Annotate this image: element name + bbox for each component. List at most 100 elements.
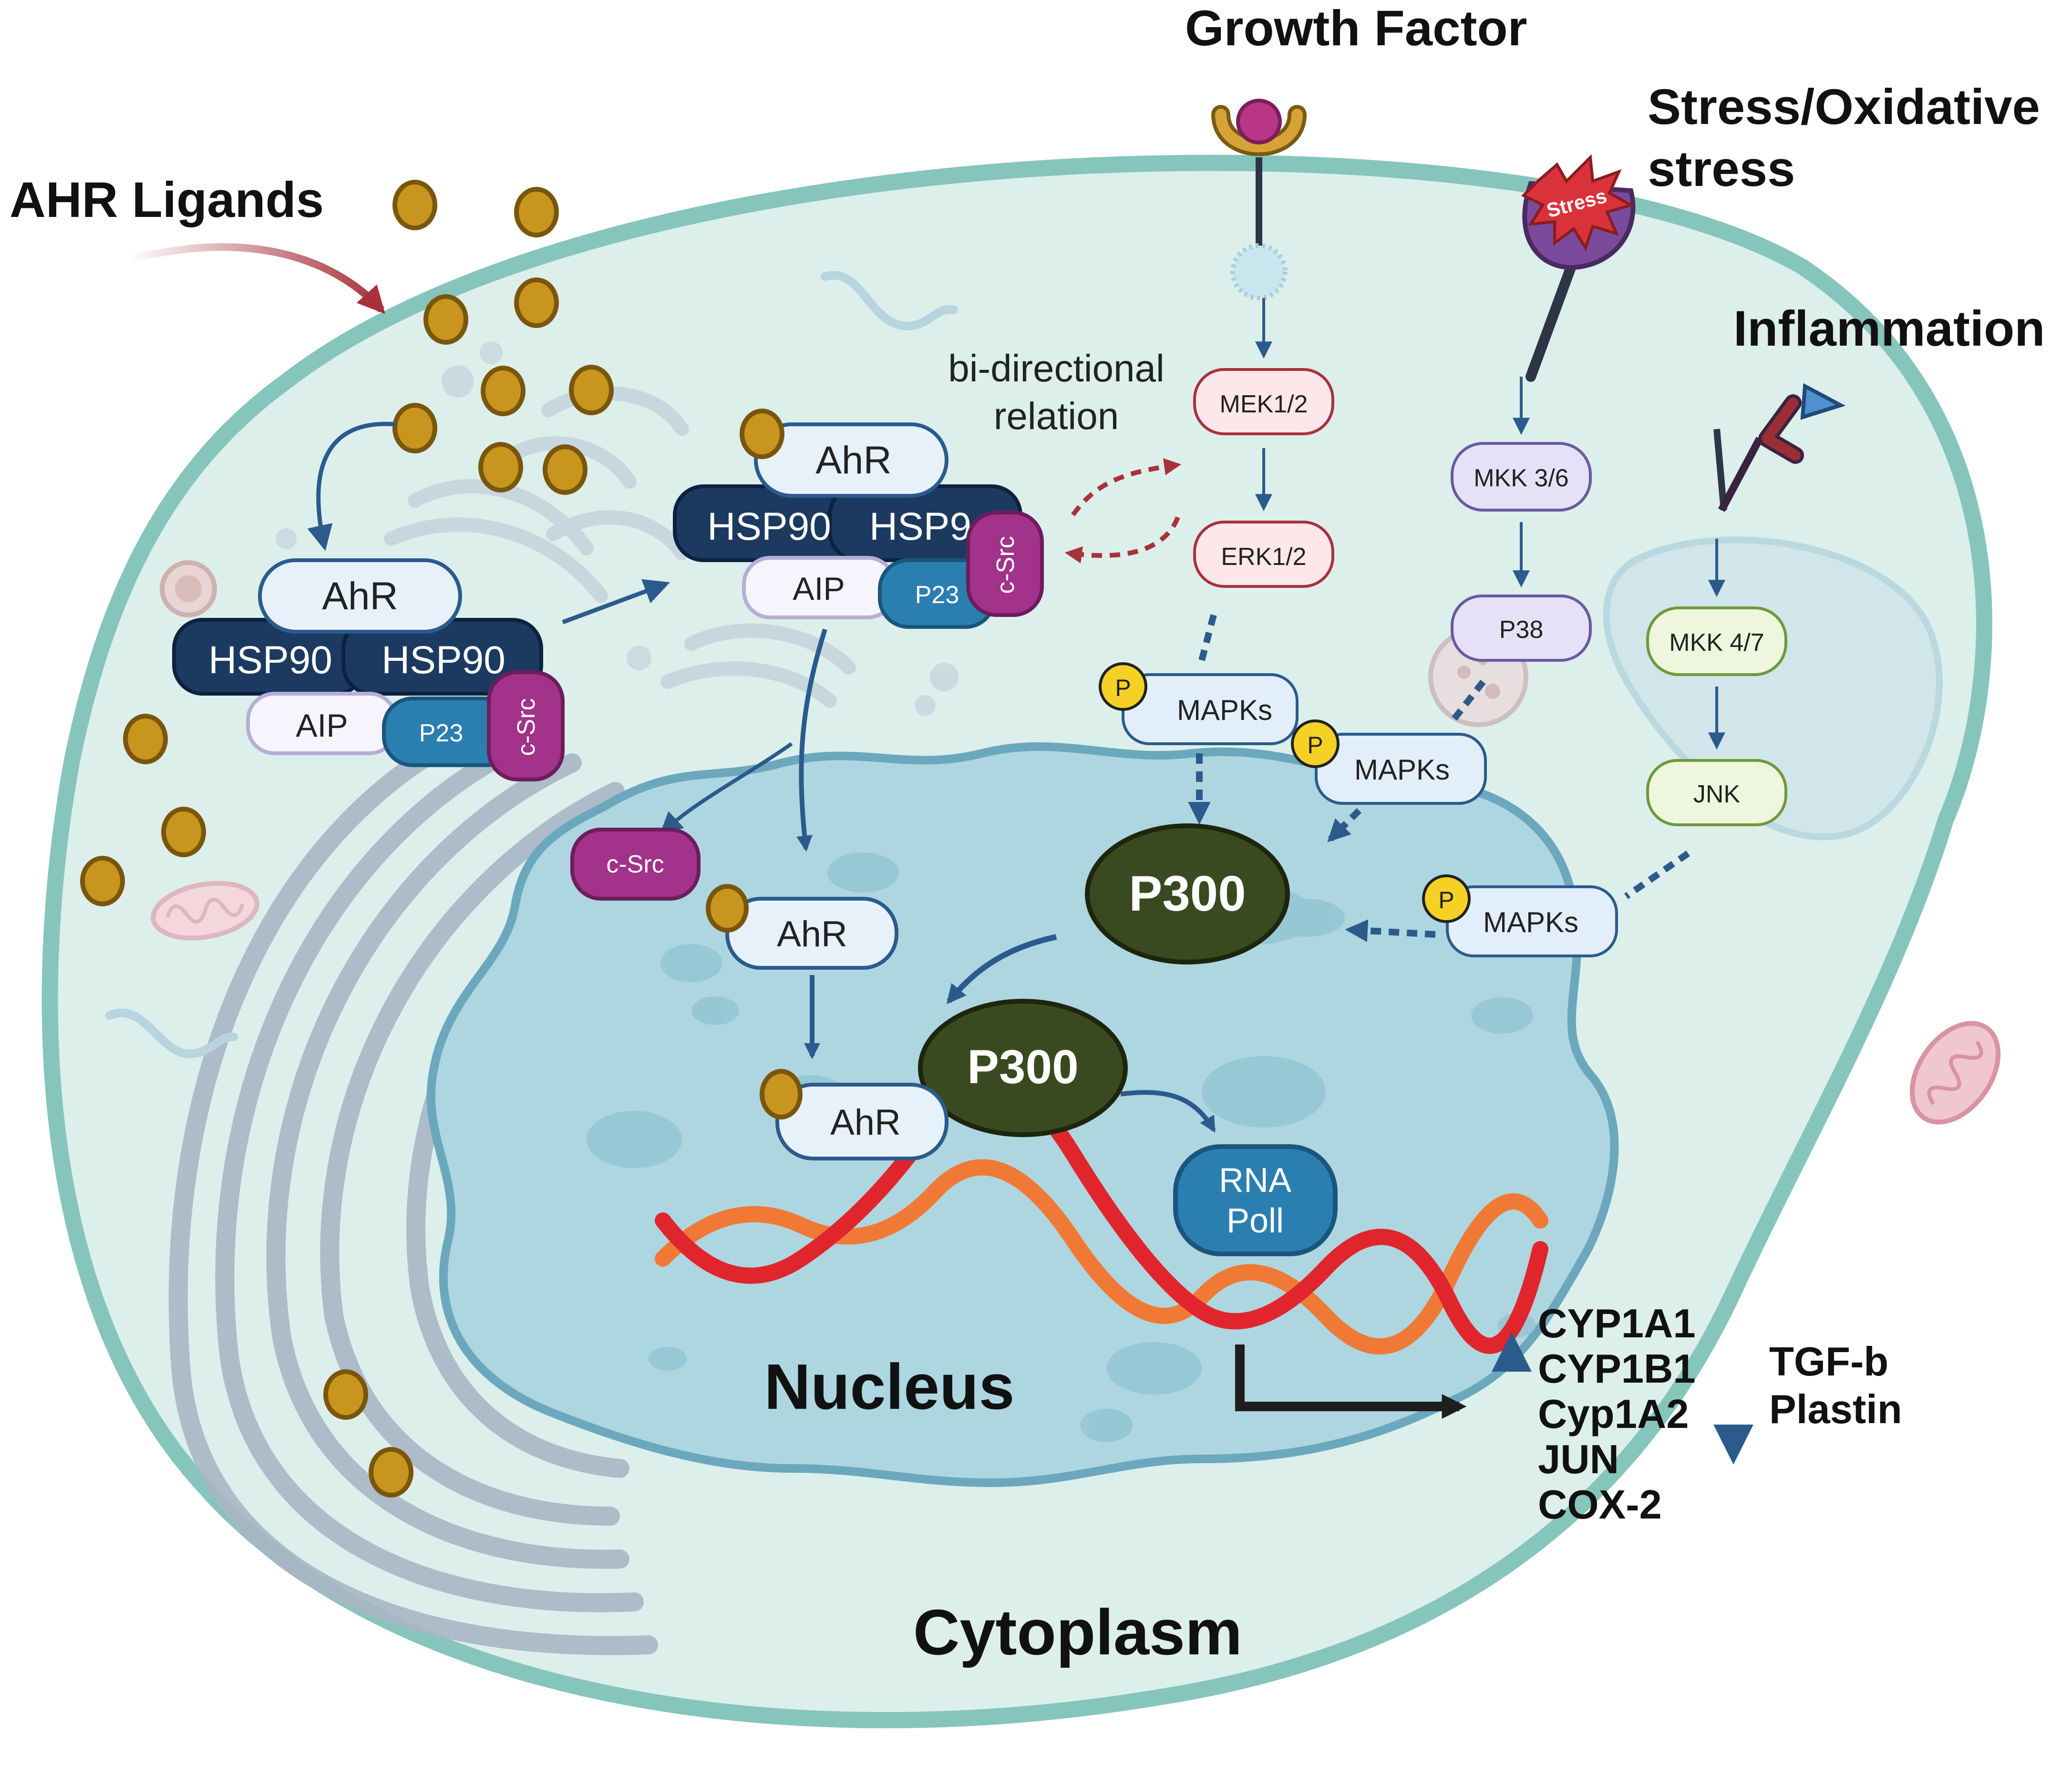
hsp90-label: HSP90 bbox=[707, 505, 831, 548]
gene-up: CYP1A1 bbox=[1538, 1301, 1696, 1346]
ahr-complex-ligand-bound: HSP90 HSP9 AhR AIP P23 c-Src bbox=[673, 409, 1044, 629]
phospho-label: P bbox=[1438, 887, 1454, 913]
gene-down: TGF-b bbox=[1769, 1339, 1888, 1385]
ligand bbox=[543, 444, 588, 495]
phospho-badge bbox=[1099, 662, 1147, 711]
mkk47-label: MKK 4/7 bbox=[1669, 629, 1764, 657]
free-c-src-label: c-Src bbox=[606, 851, 664, 878]
p300-recruitment-arrow bbox=[946, 934, 1057, 1005]
rna-pol-label-line2: Poll bbox=[1227, 1202, 1284, 1240]
free-c-src bbox=[570, 828, 701, 901]
mek-node bbox=[1193, 368, 1334, 435]
ligand bbox=[760, 1069, 803, 1119]
hsp90-label: HSP90 bbox=[208, 638, 332, 682]
bidirectional-arrow-to-csrc bbox=[1064, 516, 1180, 564]
cytoskeleton-filament-top bbox=[821, 271, 958, 331]
mkk36-node bbox=[1451, 442, 1592, 512]
mapk-p38-to-p300-arrow bbox=[1327, 808, 1361, 842]
p300-label-bottom: P300 bbox=[967, 1040, 1079, 1094]
upregulated-genes: CYP1A1 CYP1B1 Cyp1A2 JUN COX-2 bbox=[1538, 1301, 1696, 1528]
c-src-box bbox=[966, 511, 1044, 617]
hsp90-label: HSP9 bbox=[869, 505, 971, 548]
ligand bbox=[514, 277, 559, 328]
csrc-release-arrow bbox=[659, 742, 793, 835]
p23-label: P23 bbox=[915, 581, 959, 609]
bidirectional-label-line1: bi-directional bbox=[948, 347, 1165, 390]
p300-to-rna-pol-arrow bbox=[1120, 1090, 1216, 1133]
inflammation-receptor bbox=[1713, 383, 1846, 512]
erk-node bbox=[1193, 521, 1334, 588]
ligand bbox=[569, 365, 614, 415]
endosome-vesicle bbox=[1230, 243, 1288, 300]
p300-coactivator-top bbox=[1085, 823, 1290, 964]
ligand bbox=[80, 856, 125, 906]
ligand bbox=[161, 807, 206, 857]
cytoskeleton-filament-left bbox=[105, 1008, 238, 1058]
ligand bbox=[706, 884, 749, 933]
ligand bbox=[478, 442, 523, 492]
ahr-box bbox=[258, 558, 462, 634]
mkk47-node bbox=[1646, 606, 1787, 676]
mitochondrion-left bbox=[151, 881, 259, 941]
bidirectional-arrow-to-mek bbox=[1071, 458, 1182, 516]
phospho-label: P bbox=[1307, 732, 1323, 759]
p300-coactivator-bottom bbox=[918, 999, 1128, 1137]
dna-strand-red bbox=[655, 1074, 1548, 1354]
ligand-entry-arrow bbox=[127, 243, 385, 314]
stress-label-line1: Stress/Oxidative bbox=[1648, 79, 2040, 135]
ahr-box-nuclear bbox=[725, 897, 898, 970]
growth-factor-receptor bbox=[1211, 99, 1307, 274]
hsp90-label: HSP90 bbox=[381, 638, 505, 682]
jnk-label: JNK bbox=[1693, 780, 1741, 808]
mapk-node-p38 bbox=[1315, 733, 1487, 805]
vesicles bbox=[276, 341, 959, 716]
ligand bbox=[369, 1447, 413, 1498]
endoplasmic-reticulum bbox=[168, 720, 668, 1655]
c-src-box bbox=[487, 670, 565, 781]
golgi-apparatus bbox=[384, 386, 856, 708]
complex-translocation-arrow bbox=[562, 579, 670, 625]
mapk-label: MAPKs bbox=[1354, 754, 1450, 786]
mapk-label: MAPKs bbox=[1177, 694, 1272, 726]
ahr-label-nuclear: AhR bbox=[777, 914, 847, 954]
ahr-label-dna-bound: AhR bbox=[830, 1102, 901, 1143]
ligand bbox=[423, 294, 468, 345]
ahr-ligands-label: AHR Ligands bbox=[10, 172, 324, 228]
ahr-nuclear-import-arrow bbox=[796, 628, 827, 852]
rna-polymerase bbox=[1173, 1144, 1338, 1256]
ligand bbox=[514, 187, 559, 237]
erk-to-mapk-arrow bbox=[1198, 614, 1217, 661]
transcription-arrow bbox=[1235, 1344, 1467, 1419]
p38-node bbox=[1451, 595, 1592, 662]
ligand bbox=[740, 409, 784, 459]
mkk36-label: MKK 3/6 bbox=[1474, 464, 1568, 492]
growth-factor-label: Growth Factor bbox=[1185, 0, 1527, 56]
phospho-badge bbox=[1291, 719, 1340, 768]
stress-receptor: Stress bbox=[1521, 154, 1636, 382]
ahr-complex-cytoplasmic: HSP90 HSP90 AhR AIP P23 c-Src bbox=[172, 558, 565, 781]
ahr-label: AhR bbox=[322, 575, 398, 618]
rna-pol-label-line1: RNA bbox=[1219, 1161, 1291, 1200]
ligand bbox=[392, 403, 437, 453]
bidirectional-label-line2: relation bbox=[994, 395, 1119, 437]
ahr-box bbox=[754, 422, 948, 498]
gene-up: CYP1B1 bbox=[1538, 1346, 1696, 1392]
erk-label: ERK1/2 bbox=[1221, 543, 1306, 571]
stress-label-line2: stress bbox=[1648, 141, 1795, 197]
p23-label: P23 bbox=[419, 719, 464, 747]
jnk-to-mapk-arrow bbox=[1624, 851, 1690, 899]
ligand bbox=[323, 1369, 368, 1420]
mek-label: MEK1/2 bbox=[1220, 390, 1308, 418]
ligand-binding-arrow bbox=[307, 421, 396, 551]
phospho-badge bbox=[1422, 874, 1471, 923]
cytoplasm-label: Cytoplasm bbox=[913, 1596, 1242, 1668]
p38-to-mapk-arrow bbox=[1447, 679, 1486, 727]
mitochondrion-right bbox=[1909, 1021, 2001, 1125]
p38-label: P38 bbox=[1499, 616, 1544, 644]
gene-down: Plastin bbox=[1769, 1387, 1902, 1432]
ligand bbox=[123, 714, 168, 764]
downregulated-genes: TGF-b Plastin bbox=[1769, 1339, 1902, 1432]
inflammation-label: Inflammation bbox=[1733, 301, 2045, 357]
gene-up: JUN bbox=[1538, 1437, 1619, 1482]
